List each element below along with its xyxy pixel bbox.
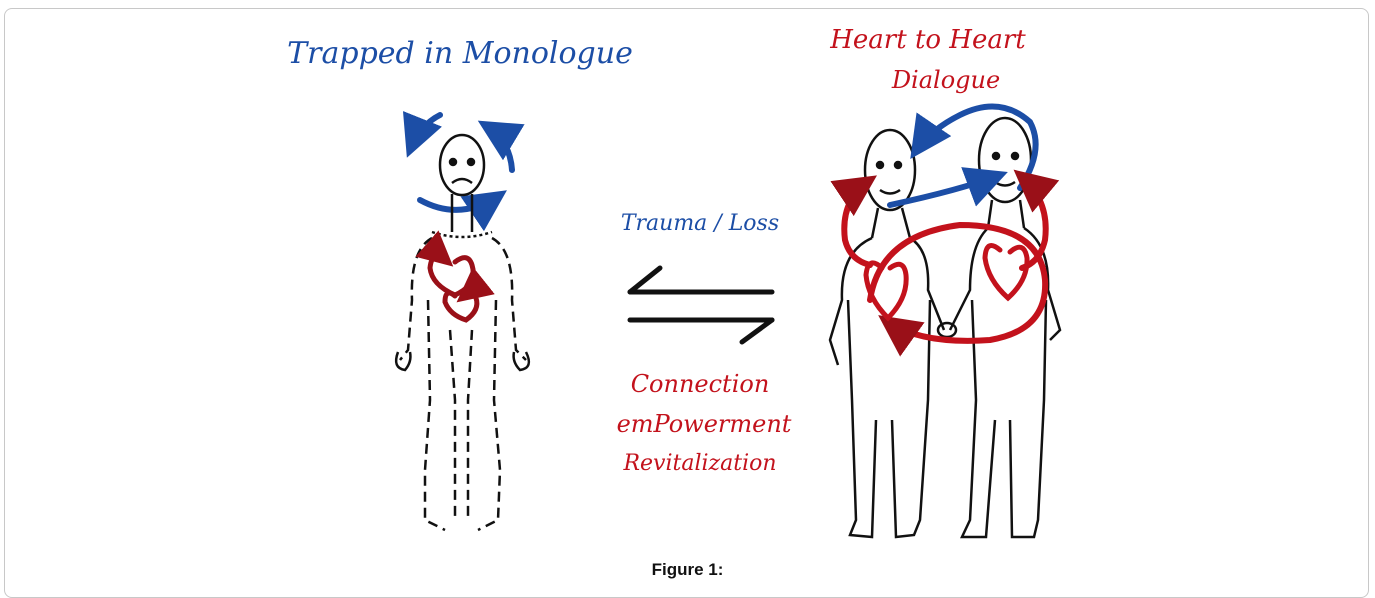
figure-caption: Figure 1: xyxy=(0,560,1375,580)
outcome-empowerment: emPowerment xyxy=(617,410,792,438)
right-person-head xyxy=(979,118,1031,202)
right-heart xyxy=(985,246,1027,299)
lonely-figure xyxy=(396,135,529,530)
figure-illustration: Trapped in Monologue Trauma / Loss Conne… xyxy=(0,0,1375,560)
broken-hearts xyxy=(430,256,477,320)
left-person-head xyxy=(865,130,915,210)
lonely-head xyxy=(440,135,484,195)
outcome-connection: Connection xyxy=(631,370,770,398)
right-title-line1: Heart to Heart xyxy=(829,25,1026,55)
left-title: Trapped in Monologue xyxy=(287,36,633,71)
reversible-arrow xyxy=(630,268,772,342)
right-title-line2: Dialogue xyxy=(891,66,1000,94)
trauma-loss-label: Trauma / Loss xyxy=(621,211,779,236)
joined-hands xyxy=(938,323,956,337)
left-heart xyxy=(866,263,906,318)
outcome-revitalization: Revitalization xyxy=(622,451,776,476)
